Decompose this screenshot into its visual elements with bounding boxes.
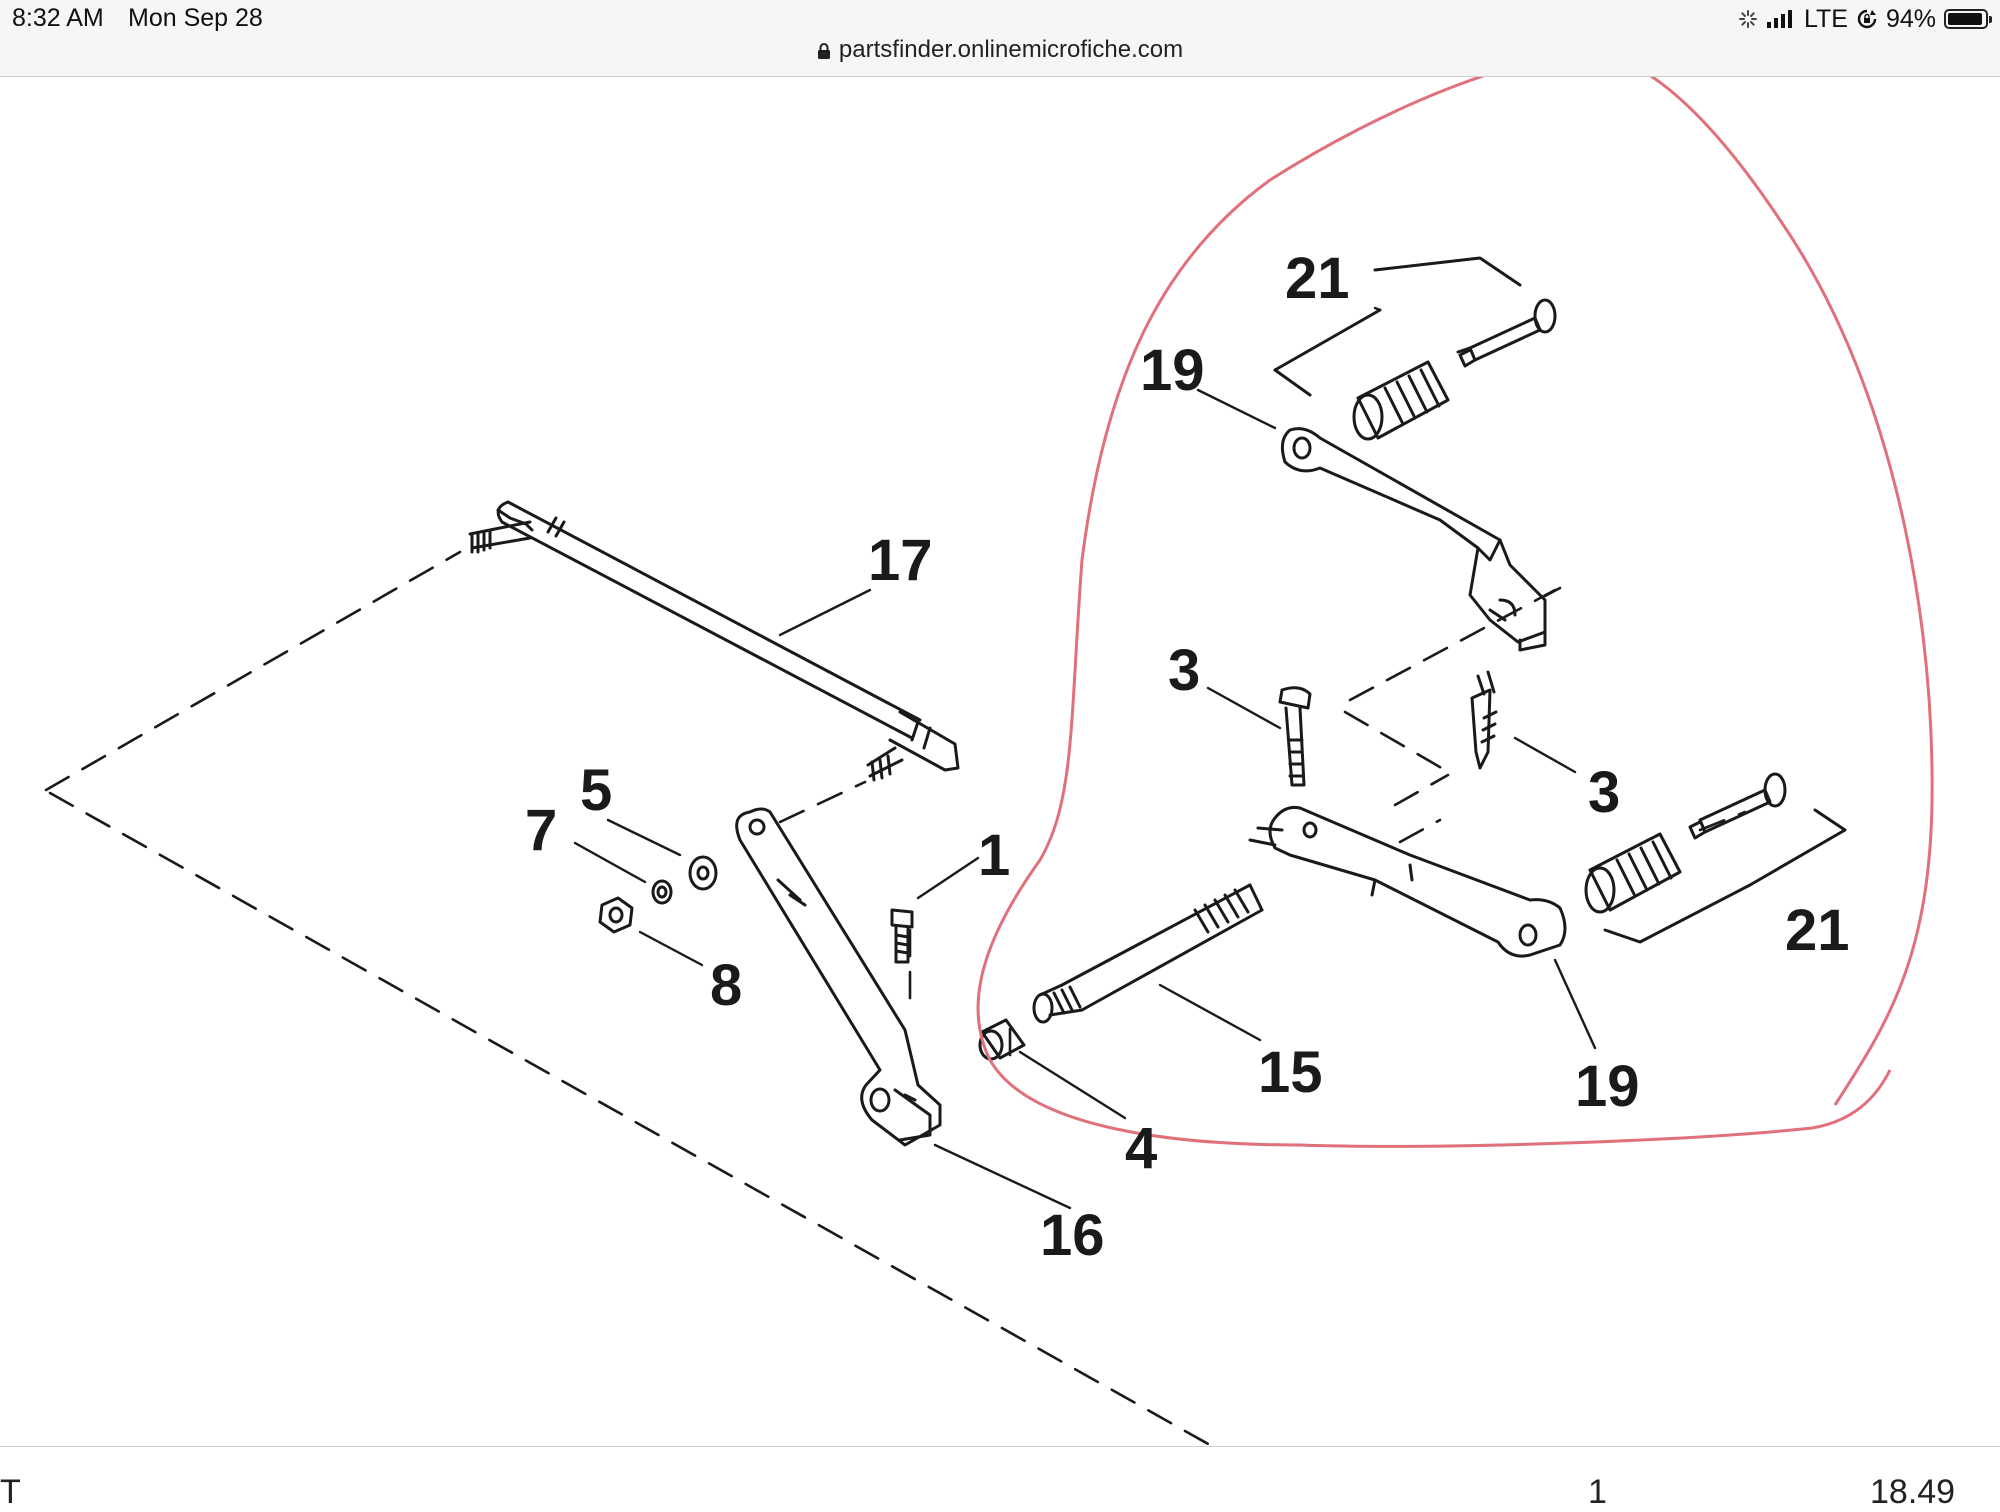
status-bar: 8:32 AM Mon Sep 28 partsfinder.onlinemic… xyxy=(0,0,2000,77)
address-bar[interactable]: partsfinder.onlinemicrofiche.com xyxy=(0,36,2000,64)
callout-3-left: 3 xyxy=(1168,638,1200,703)
signal-bars-icon xyxy=(1766,10,1792,28)
part-16-shift-lever xyxy=(735,807,942,1147)
part-8-nut xyxy=(598,896,634,934)
part-21-upper-bracket xyxy=(1273,256,1522,397)
callout-numbers: 17 1 5 7 8 16 4 15 19 21 3 3 19 21 xyxy=(525,246,1850,1268)
callout-21-lower: 21 xyxy=(1785,898,1850,963)
footer-left: T xyxy=(0,1473,21,1511)
part-7-lock-washer xyxy=(651,879,673,905)
part-21-lower-rubber xyxy=(1584,832,1682,914)
footer-middle: 1 xyxy=(1588,1473,1607,1511)
url-text[interactable]: partsfinder.onlinemicrofiche.com xyxy=(838,36,1184,63)
callout-3-right: 3 xyxy=(1588,760,1620,825)
part-3-bolt-left xyxy=(1278,686,1312,787)
battery-icon xyxy=(1944,9,1992,29)
dashed-assembly-lines xyxy=(44,550,1747,1445)
footer-right: 18.49 xyxy=(1870,1473,1956,1511)
status-indicators: LTE 94% xyxy=(1738,4,1992,34)
callout-leader-lines xyxy=(573,306,1597,1210)
part-19-lower-pedal-arm xyxy=(1248,806,1567,958)
battery-level xyxy=(1948,13,1982,25)
callout-4: 4 xyxy=(1125,1116,1157,1181)
part-21-upper-rubber xyxy=(1352,360,1450,441)
parts-diagram: 17 1 5 7 8 16 4 15 19 21 3 3 19 21 xyxy=(44,77,1934,1445)
lock-icon xyxy=(817,43,830,59)
part-15-shaft xyxy=(1032,883,1264,1024)
callout-19-lower: 19 xyxy=(1575,1054,1640,1119)
orientation-lock-icon xyxy=(1857,9,1877,29)
callout-8: 8 xyxy=(710,953,742,1018)
part-1-bolt xyxy=(890,908,914,964)
callout-21-upper: 21 xyxy=(1285,246,1350,311)
part-17-shift-rod xyxy=(468,500,960,782)
callout-19-upper: 19 xyxy=(1140,338,1205,403)
part-5-washer xyxy=(688,855,718,891)
status-date: Mon Sep 28 xyxy=(128,4,263,32)
bottom-bar: T 1 18.49 xyxy=(0,1446,2000,1511)
status-time: 8:32 AM xyxy=(12,4,104,32)
callout-7: 7 xyxy=(525,798,557,863)
callout-16: 16 xyxy=(1040,1203,1105,1268)
part-21-lower-bracket xyxy=(1603,808,1847,944)
activity-spinner-icon xyxy=(1738,10,1757,28)
part-21-upper-pin xyxy=(1456,298,1557,368)
part-3-bolt-right xyxy=(1470,670,1498,770)
part-21-lower-pin xyxy=(1688,772,1787,840)
battery-percent: 94% xyxy=(1885,4,1936,33)
highlight-loop xyxy=(976,77,1934,1148)
part-19-upper-pedal-arm xyxy=(1280,427,1547,652)
callout-5: 5 xyxy=(580,758,612,823)
network-type: LTE xyxy=(1803,4,1848,33)
callout-15: 15 xyxy=(1258,1040,1323,1105)
callout-1: 1 xyxy=(978,823,1010,888)
callout-17: 17 xyxy=(868,528,933,593)
